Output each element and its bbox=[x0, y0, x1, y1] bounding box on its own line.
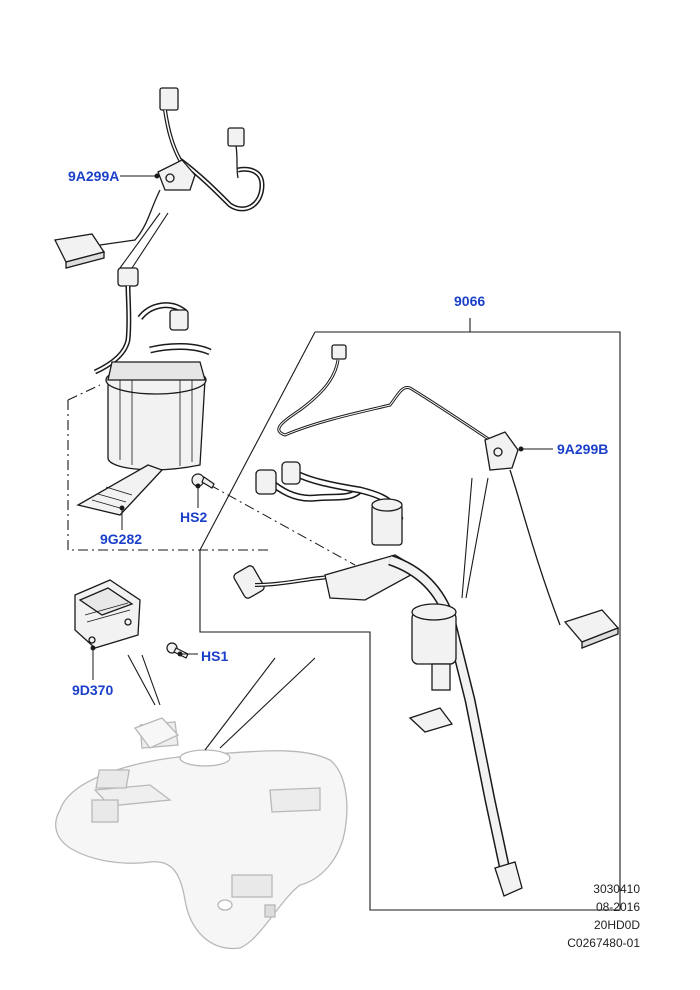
kit-leader-lines bbox=[461, 477, 489, 599]
drawing-number: 3030410 bbox=[593, 882, 640, 896]
callout-9d370[interactable]: 9D370 bbox=[72, 682, 114, 698]
fuel-pump-control-module bbox=[74, 579, 180, 749]
fuel-tank-ghost bbox=[55, 721, 348, 950]
tank-leader-lines bbox=[119, 212, 316, 751]
fuel-level-sensor-front bbox=[54, 87, 265, 269]
callout-9066[interactable]: 9066 bbox=[454, 293, 486, 309]
callout-hs1[interactable]: HS1 bbox=[201, 648, 229, 664]
hs2-assembly-line bbox=[209, 484, 356, 566]
callout-9a299b[interactable]: 9A299B bbox=[557, 441, 609, 457]
callout-hs2[interactable]: HS2 bbox=[180, 509, 208, 525]
model-code: 20HD0D bbox=[593, 918, 640, 932]
fuel-pump-module-assembly bbox=[233, 344, 620, 897]
drawing-reference: C0267480-01 bbox=[567, 936, 640, 950]
drawing-info-block: 3030410 08-2016 20HD0D C0267480-01 bbox=[567, 880, 640, 952]
assembly-frame-left bbox=[67, 384, 270, 551]
screw-hs1-drawing bbox=[166, 642, 189, 659]
drawing-date: 08-2016 bbox=[595, 900, 640, 914]
callout-9a299a[interactable]: 9A299A bbox=[68, 168, 120, 184]
kit-bracket bbox=[199, 318, 621, 911]
callout-leaders bbox=[90, 173, 553, 680]
screw-hs2-drawing bbox=[191, 473, 215, 489]
fuel-pump-body bbox=[76, 267, 212, 516]
callout-9g282[interactable]: 9G282 bbox=[100, 531, 143, 547]
